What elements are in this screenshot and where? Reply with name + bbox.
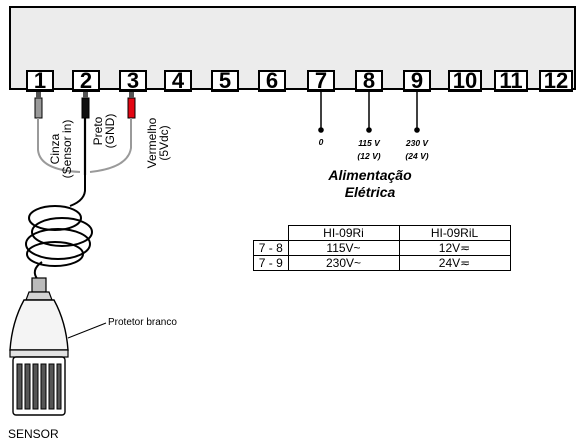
t9-dot xyxy=(414,127,420,133)
controller-housing xyxy=(9,6,576,90)
row-ril-value: 12V≂ xyxy=(398,240,511,256)
header-hi09ril: HI-09RiL xyxy=(398,225,511,241)
table-header-row: HI-09Ri HI-09RiL xyxy=(253,225,511,241)
header-hi09ri: HI-09Ri xyxy=(287,225,400,241)
white-protector-callout: Protetor branco xyxy=(108,317,177,328)
red-connector xyxy=(127,97,136,119)
row-terminals: 7 - 8 xyxy=(253,240,289,256)
black-connector xyxy=(81,97,90,119)
callout-line xyxy=(67,322,107,339)
gray-connector xyxy=(34,97,43,119)
table-row: 7 - 8 115V~ 12V≂ xyxy=(253,240,511,256)
terminal-4: 4 xyxy=(164,70,192,92)
black-wire-label: Preto (GND) xyxy=(91,113,117,149)
terminal-12: 12 xyxy=(539,70,573,92)
row-ril-value: 24V≂ xyxy=(398,255,511,271)
red-wire-gray xyxy=(89,118,132,173)
sensor-body xyxy=(9,277,69,416)
terminal-7: 7 xyxy=(307,70,335,92)
terminal-10: 10 xyxy=(448,70,482,92)
gray-wire-label: Cinza (Sensor in) xyxy=(48,119,74,179)
terminal-5: 5 xyxy=(211,70,239,92)
terminal-8: 8 xyxy=(355,70,383,92)
t8-dot xyxy=(366,127,372,133)
sensor-label: SENSOR xyxy=(8,427,59,441)
table-row: 7 - 9 230V~ 24V≂ xyxy=(253,255,511,271)
t9-voltage-label: 230 V (24 V) xyxy=(405,138,429,161)
sensor-cable xyxy=(69,175,87,207)
t7-voltage-label: 0 xyxy=(318,137,324,147)
row-ri-value: 115V~ xyxy=(287,240,400,256)
terminal-3: 3 xyxy=(119,70,147,92)
t8-voltage-label: 115 V (12 V) xyxy=(357,138,381,161)
red-wire-label: Vermelho (5Vdc) xyxy=(145,117,171,169)
terminal-6: 6 xyxy=(258,70,286,92)
row-terminals: 7 - 9 xyxy=(253,255,289,271)
voltage-table: HI-09Ri HI-09RiL 7 - 8 115V~ 12V≂ 7 - 9 … xyxy=(253,225,511,271)
terminal-1: 1 xyxy=(26,70,54,92)
terminal-9: 9 xyxy=(403,70,431,92)
coiled-cable xyxy=(25,205,93,281)
power-supply-heading: Alimentação Elétrica xyxy=(328,167,412,200)
gray-wire xyxy=(37,118,81,173)
terminal-2: 2 xyxy=(72,70,100,92)
t7-dot xyxy=(318,127,324,133)
row-ri-value: 230V~ xyxy=(287,255,400,271)
terminal-11: 11 xyxy=(494,70,528,92)
